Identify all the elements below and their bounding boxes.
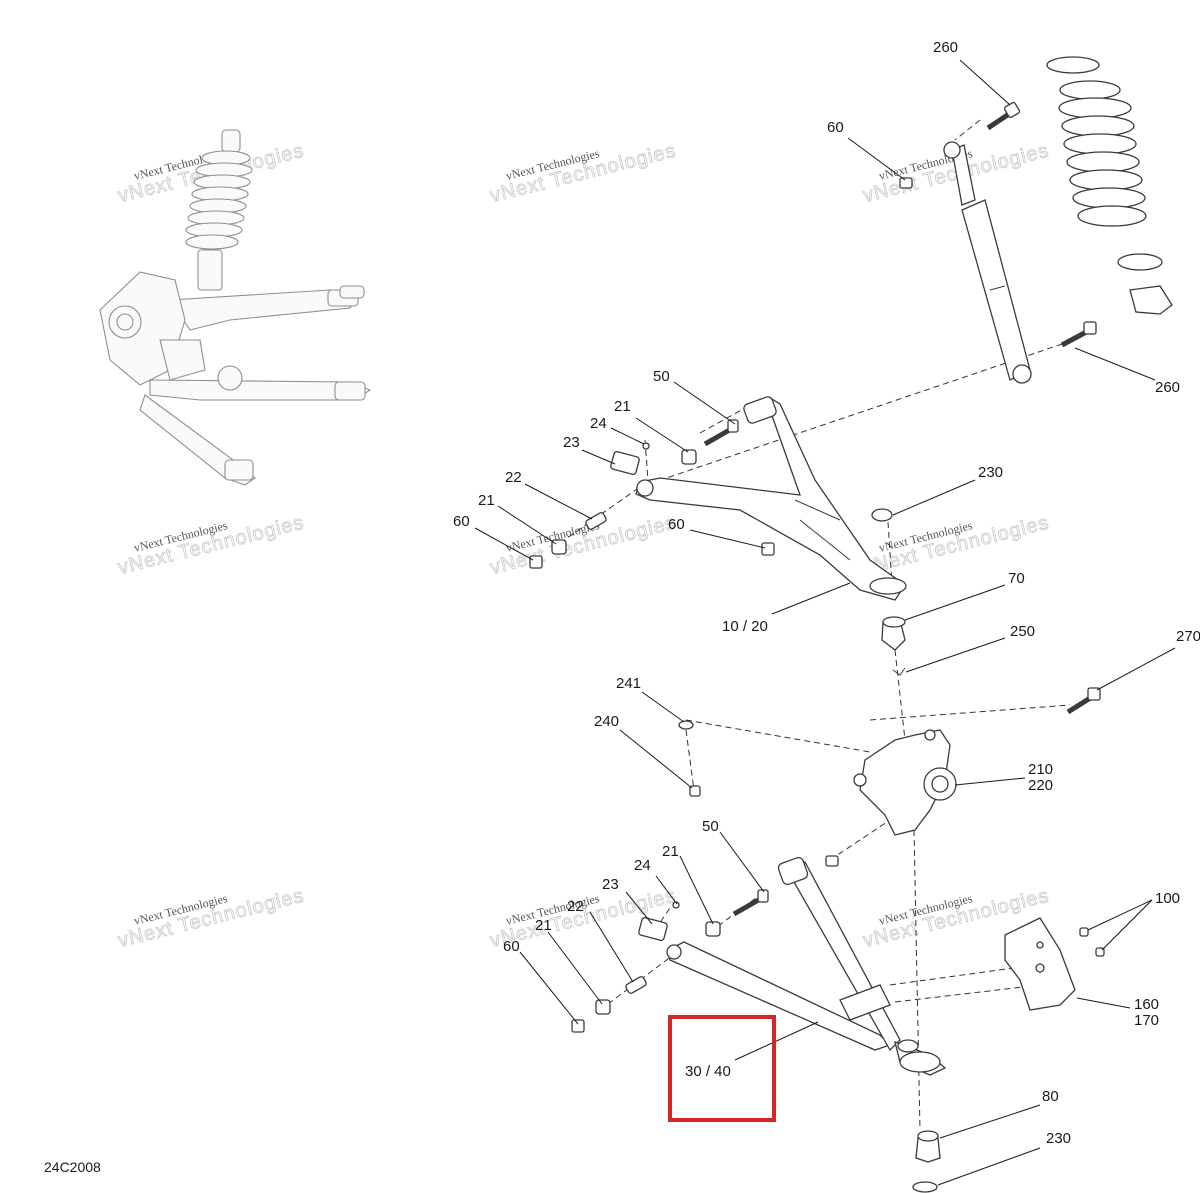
callout-60: 60 bbox=[503, 938, 520, 955]
callout-250: 250 bbox=[1010, 623, 1035, 640]
bolt-260-right bbox=[1060, 321, 1097, 348]
callout-21: 21 bbox=[535, 917, 552, 934]
callout-24: 24 bbox=[634, 857, 651, 874]
callout-60: 60 bbox=[827, 119, 844, 136]
watermark: vNext Technologies vNext Technologies bbox=[115, 884, 307, 952]
callout-270: 270 bbox=[1176, 628, 1200, 645]
callout-241: 241 bbox=[616, 675, 641, 692]
assembled-suspension-view bbox=[99, 129, 372, 486]
callout-210: 210 bbox=[1028, 761, 1053, 778]
lower-hardware bbox=[571, 889, 769, 1033]
callout-21: 21 bbox=[478, 492, 495, 509]
callout-230: 230 bbox=[1046, 1130, 1071, 1147]
callout-220: 220 bbox=[1028, 777, 1053, 794]
callout-50: 50 bbox=[653, 368, 670, 385]
callout-10-20: 10 / 20 bbox=[722, 618, 768, 635]
callout-260: 260 bbox=[1155, 379, 1180, 396]
callout-260: 260 bbox=[933, 39, 958, 56]
callout-230: 230 bbox=[978, 464, 1003, 481]
steering-knuckle bbox=[678, 687, 1101, 867]
callout-23: 23 bbox=[563, 434, 580, 451]
leader-lines bbox=[474, 59, 1176, 1186]
callout-30-40: 30 / 40 bbox=[685, 1063, 731, 1080]
bolt-260-top bbox=[986, 101, 1021, 131]
upper-a-arm bbox=[635, 396, 907, 601]
callout-240: 240 bbox=[594, 713, 619, 730]
callout-21: 21 bbox=[662, 843, 679, 860]
nut-60-top bbox=[899, 177, 913, 189]
watermark: vNext Technologies vNext Technologies bbox=[487, 139, 679, 207]
lower-ball-joint bbox=[912, 1130, 941, 1193]
drawing-id: 24C2008 bbox=[44, 1159, 101, 1175]
shock-absorber bbox=[943, 141, 1032, 384]
coil-spring bbox=[1046, 56, 1173, 315]
guard-plate bbox=[1004, 917, 1105, 1011]
highlight-box bbox=[668, 1015, 776, 1122]
watermark: vNext Technologies vNext Technologies bbox=[115, 511, 307, 579]
callout-160: 160 bbox=[1134, 996, 1159, 1013]
callout-22: 22 bbox=[505, 469, 522, 486]
lower-a-arm bbox=[666, 856, 947, 1076]
callout-80: 80 bbox=[1042, 1088, 1059, 1105]
callout-23: 23 bbox=[602, 876, 619, 893]
callout-21: 21 bbox=[614, 398, 631, 415]
callout-60: 60 bbox=[453, 513, 470, 530]
callout-60: 60 bbox=[668, 516, 685, 533]
upper-hardware bbox=[529, 419, 906, 676]
callout-labels: 260 60 260 50 21 24 23 22 21 60 60 230 7… bbox=[453, 39, 1200, 1147]
callout-24: 24 bbox=[590, 415, 607, 432]
callout-70: 70 bbox=[1008, 570, 1025, 587]
callout-22: 22 bbox=[567, 898, 584, 915]
callout-170: 170 bbox=[1134, 1012, 1159, 1029]
callout-50: 50 bbox=[702, 818, 719, 835]
callout-100: 100 bbox=[1155, 890, 1180, 907]
watermark: vNext Technologies vNext Technologies bbox=[487, 511, 679, 579]
